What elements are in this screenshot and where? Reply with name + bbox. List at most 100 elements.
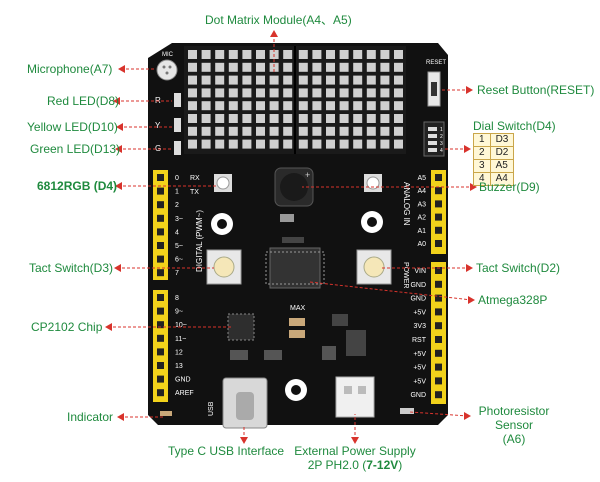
matrix-dot [283, 139, 293, 149]
label-buzzer: Buzzer(D9) [479, 180, 540, 194]
matrix-dot [228, 126, 238, 136]
matrix-dot [188, 126, 197, 136]
dial-number: 1 [440, 127, 443, 133]
board-max-label: MAX [290, 305, 306, 312]
matrix-dot [366, 62, 376, 72]
label-dial-switch: Dial Switch(D4) [473, 119, 556, 133]
header-pin [435, 200, 442, 208]
header-pin [435, 267, 442, 274]
matrix-dot [312, 101, 322, 111]
board-rx-label: RX [190, 175, 200, 182]
pin-label: 2 [175, 202, 179, 209]
matrix-dot [366, 139, 376, 149]
header-pin [435, 308, 442, 316]
dial-toggle [428, 127, 437, 131]
matrix-dot [283, 101, 293, 111]
matrix-dot [298, 75, 308, 85]
matrix-dot [201, 139, 211, 149]
board-power-label: POWER [402, 262, 409, 288]
matrix-dot [215, 101, 225, 111]
matrix-dot [256, 114, 265, 123]
header-pin [157, 389, 164, 397]
board-usb-label: USB [208, 401, 215, 416]
matrix-dot [269, 114, 279, 123]
matrix-dot [242, 75, 252, 85]
header-pin [435, 349, 442, 357]
pin-label: 9~ [175, 309, 183, 316]
external-power-connector [335, 376, 375, 418]
matrix-dot [201, 88, 211, 98]
matrix-dot [188, 62, 197, 72]
matrix-dot [353, 126, 363, 136]
pin-label: 12 [175, 349, 183, 356]
matrix-dot [242, 101, 252, 111]
cp2102-chip [227, 313, 255, 341]
label-green-led: Green LED(D13) [30, 142, 121, 156]
dial-number: 4 [440, 148, 443, 154]
matrix-dot [188, 139, 197, 149]
label-cp2102: CP2102 Chip [31, 320, 103, 334]
dial-table-cell: 3 [473, 159, 491, 173]
matrix-dot [339, 126, 349, 136]
label-photoresistor-2: Sensor [494, 418, 534, 432]
matrix-dot [380, 50, 390, 59]
matrix-dot [283, 62, 293, 72]
matrix-dot [283, 50, 293, 59]
header-pin [157, 348, 164, 356]
header-pin [157, 242, 164, 249]
header-pin [435, 336, 442, 343]
header-pin [435, 213, 442, 221]
label-microphone: Microphone(A7) [27, 62, 113, 76]
leader-lines [108, 34, 474, 440]
label-photoresistor: Photoresistor Sensor (A6) [474, 404, 554, 446]
pin-label: A2 [417, 215, 426, 222]
matrix-dot [283, 114, 293, 123]
header-pin [435, 391, 442, 399]
label-external-power-title: External Power Supply [294, 444, 416, 458]
pin-label: VIN [414, 268, 426, 275]
matrix-dot [215, 139, 225, 149]
matrix-dot [339, 50, 349, 59]
matrix-dot [394, 88, 403, 98]
matrix-dot [256, 139, 265, 149]
header-pin [435, 294, 442, 302]
matrix-dot [201, 126, 211, 136]
header-pin [157, 362, 164, 369]
matrix-dot [394, 75, 403, 85]
pin-label: A4 [417, 188, 426, 195]
matrix-dot [366, 126, 376, 136]
matrix-dot [366, 75, 376, 85]
matrix-dot [215, 50, 225, 59]
dial-table-cell: 1 [473, 133, 491, 147]
pin-label: 13 [175, 363, 183, 370]
matrix-dot [256, 88, 265, 98]
matrix-dot [394, 139, 403, 149]
matrix-dot [339, 62, 349, 72]
matrix-dot [380, 62, 390, 72]
right-header-bottom [431, 262, 446, 404]
label-external-power: External Power Supply 2P PH2.0 (7-12V) [285, 444, 425, 472]
matrix-dot [269, 88, 279, 98]
pin-label: GND [175, 377, 191, 384]
matrix-dot [298, 139, 308, 149]
matrix-dot [242, 88, 252, 98]
label-reset: Reset Button(RESET) [477, 83, 595, 97]
matrix-dot [312, 114, 322, 123]
matrix-dot [283, 126, 293, 136]
matrix-dot [366, 50, 376, 59]
matrix-dot [228, 62, 238, 72]
green-led [174, 141, 181, 155]
matrix-dot [298, 101, 308, 111]
header-pin [157, 174, 164, 181]
dial-toggle [428, 134, 437, 138]
matrix-dot [339, 75, 349, 85]
label-photoresistor-1: Photoresistor [478, 404, 550, 418]
matrix-dot [201, 75, 211, 85]
matrix-dot [353, 88, 363, 98]
matrix-dot [256, 75, 265, 85]
header-pin [435, 226, 442, 234]
matrix-dot [326, 75, 335, 85]
matrix-dot [201, 101, 211, 111]
matrix-dot [339, 114, 349, 123]
header-pin [435, 187, 442, 195]
